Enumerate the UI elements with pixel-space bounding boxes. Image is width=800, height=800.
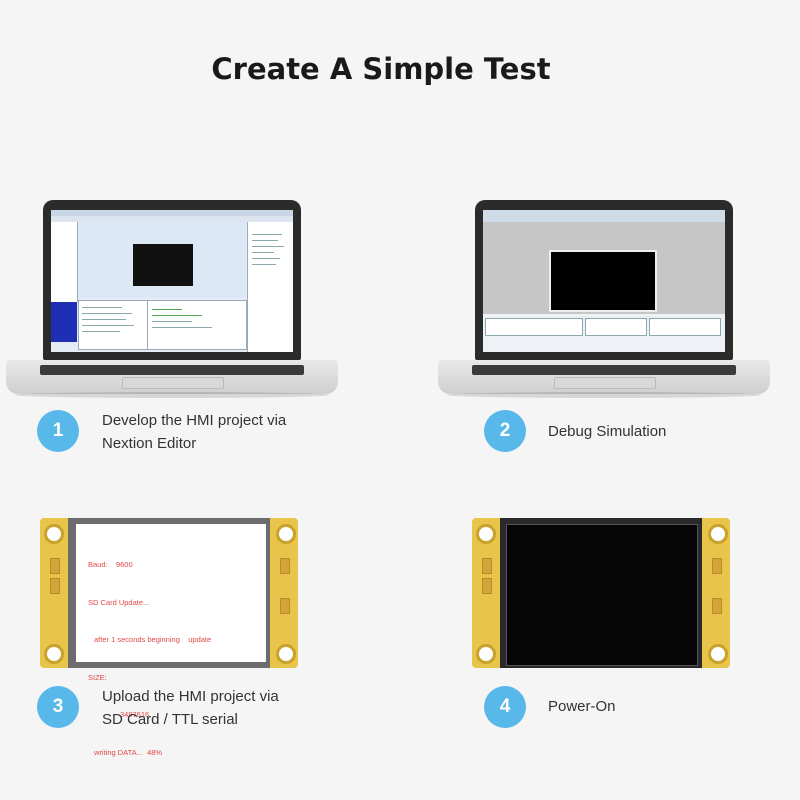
log-writing: writing DATA... 48%: [94, 747, 163, 757]
display-board-powered: [472, 518, 730, 668]
page-title: Create A Simple Test: [211, 52, 551, 86]
step-3-caption: Upload the HMI project via SD Card / TTL…: [102, 688, 279, 728]
laptop-debug-image: [438, 200, 770, 400]
log-after: after 1 seconds beginning update: [94, 635, 212, 644]
log-size-value: 3497616: [120, 710, 150, 719]
blank-display-screen: [506, 524, 698, 666]
log-size-label: SIZE:: [88, 672, 107, 682]
step-2-badge: 2: [484, 410, 526, 452]
step-3-badge: 3: [37, 686, 79, 728]
display-board-uploading: Baud: 9600 SD Card Update... after 1 sec…: [40, 518, 298, 757]
debug-simulator-screen: [483, 210, 725, 352]
laptop-editor-image: [6, 200, 338, 400]
step-2-caption: Debug Simulation: [548, 423, 667, 440]
step-1-badge: 1: [37, 410, 79, 452]
step-1-caption: Develop the HMI project via Nextion Edit…: [102, 412, 287, 452]
upload-log-screen: Baud: 9600 SD Card Update... after 1 sec…: [76, 524, 266, 757]
log-sd-update: SD Card Update...: [88, 597, 150, 607]
log-baud: Baud: 9600: [88, 560, 133, 569]
step-4-caption: Power-On: [548, 698, 616, 715]
step-4-badge: 4: [484, 686, 526, 728]
nextion-editor-screen: [51, 210, 293, 352]
